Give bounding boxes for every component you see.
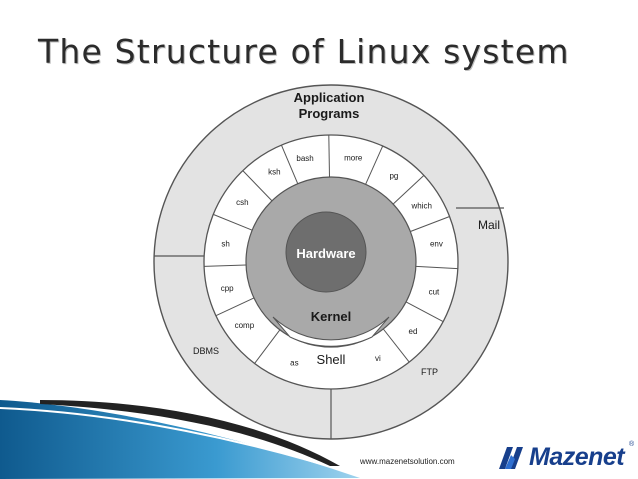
application-label-line1: Application [294,90,365,105]
dbms-label: DBMS [193,346,219,356]
kernel-label: Kernel [311,309,351,324]
shell-label: Shell [317,352,346,367]
shell-program-bash: bash [296,154,313,163]
shell-wedge [272,316,390,347]
mazenet-logo-icon [499,446,523,469]
shell-ring-divider [415,265,458,270]
swoosh-blue-band [0,400,360,479]
hardware-circle [285,211,367,293]
shell-program-ksh: ksh [268,167,280,176]
registered-mark: ® [629,441,635,448]
shell-program-as: as [290,359,298,368]
shell-program-vi: vi [375,354,381,363]
shell-ring-divider [242,170,273,202]
shell-ring-divider [254,329,281,364]
ftp-label: FTP [421,367,438,377]
shell-program-csh: csh [236,198,248,207]
shell-ring-divider [213,213,253,231]
shell-ring-divider [204,264,247,267]
shell-program-ed: ed [409,327,418,336]
shell-program-pg: pg [389,171,398,180]
shell-ring-divider [280,144,299,184]
shell-ring-divider [392,175,425,205]
mail-label: Mail [478,218,500,232]
shell-program-cut: cut [429,288,440,297]
slide-title: The Structure of Linux system [38,32,570,71]
shell-program-comp: comp [235,321,255,330]
shell-program-which: which [410,201,431,210]
shell-ring-divider [405,301,444,323]
shell-program-env: env [430,239,443,248]
website-url[interactable]: www.mazenetsolution.com [360,457,455,466]
shell-ring-divider [410,216,450,232]
shell-program-labels: bash more pg which env cut ed vi as comp cpp sh csh k… [221,153,443,367]
shell-ring-dividers [204,134,458,364]
shell-ring-divider [215,297,255,317]
shell-ring-divider [365,145,384,185]
mazenet-logo-text: Mazenet [529,443,625,471]
shell-program-sh: sh [221,239,229,248]
application-label-line2: Programs [299,106,360,121]
shell-program-more: more [344,153,363,162]
swoosh-white-line [0,407,371,479]
shell-ring-divider [382,328,410,363]
hardware-label: Hardware [296,246,355,261]
mazenet-logo: Mazenet ® [497,441,634,472]
shell-program-cpp: cpp [221,284,234,293]
shell-ring-divider [328,134,330,178]
